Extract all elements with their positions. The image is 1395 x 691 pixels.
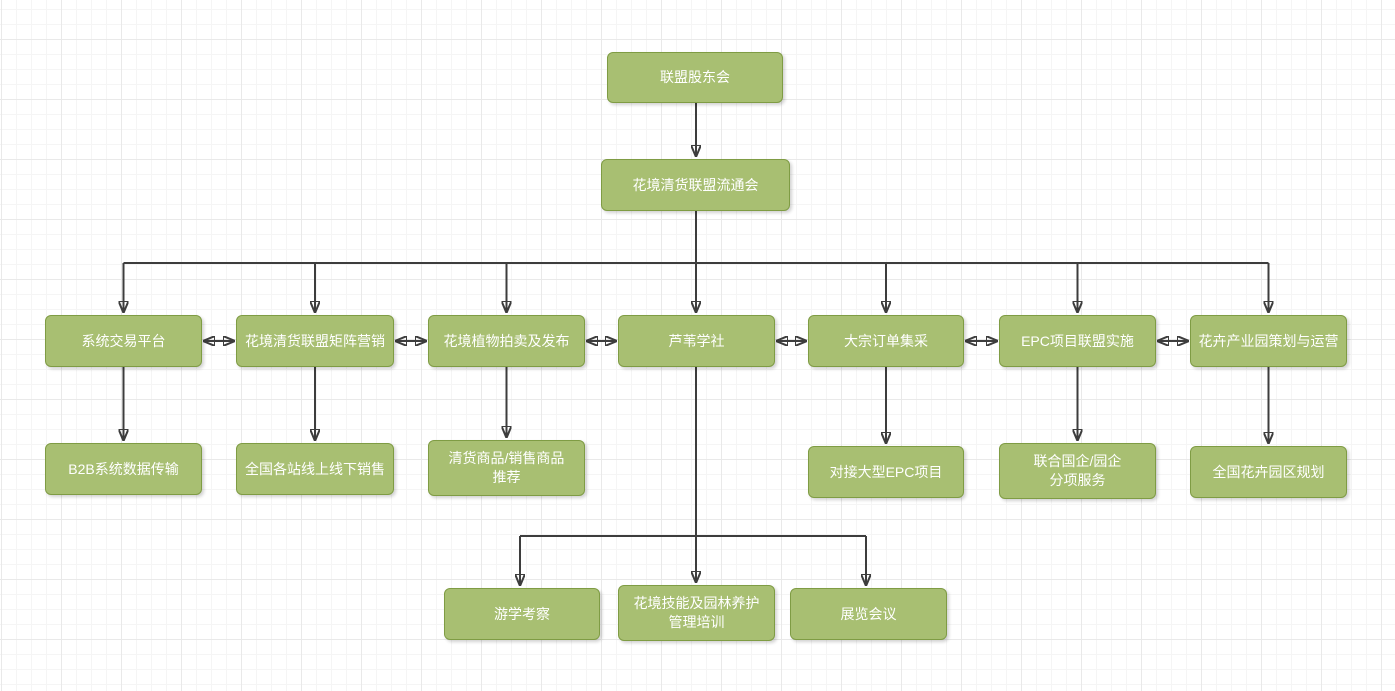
node-epc-project-alliance-implementation[interactable]: EPC项目联盟实施 bbox=[999, 315, 1156, 367]
node-flower-industrial-park-planning-operation[interactable]: 花卉产业园策划与运营 bbox=[1190, 315, 1347, 367]
node-reed-society[interactable]: 芦苇学社 bbox=[618, 315, 775, 367]
node-connect-large-epc-projects[interactable]: 对接大型EPC项目 bbox=[808, 446, 964, 498]
node-alliance-shareholders-board[interactable]: 联盟股东会 bbox=[607, 52, 783, 103]
node-plant-auction-and-release[interactable]: 花境植物拍卖及发布 bbox=[428, 315, 585, 367]
node-national-flower-park-planning[interactable]: 全国花卉园区规划 bbox=[1190, 446, 1347, 498]
node-b2b-system-data-transmission[interactable]: B2B系统数据传输 bbox=[45, 443, 202, 495]
node-skills-and-garden-maintenance-training[interactable]: 花境技能及园林养护 管理培训 bbox=[618, 585, 775, 641]
node-study-tour-inspection[interactable]: 游学考察 bbox=[444, 588, 600, 640]
node-exhibition-conference[interactable]: 展览会议 bbox=[790, 588, 947, 640]
node-national-online-offline-sales[interactable]: 全国各站线上线下销售 bbox=[236, 443, 394, 495]
node-clearance-alliance-matrix-marketing[interactable]: 花境清货联盟矩阵营销 bbox=[236, 315, 394, 367]
node-system-trading-platform[interactable]: 系统交易平台 bbox=[45, 315, 202, 367]
node-joint-soe-park-enterprise-services[interactable]: 联合国企/园企 分项服务 bbox=[999, 443, 1156, 499]
node-bulk-order-procurement[interactable]: 大宗订单集采 bbox=[808, 315, 964, 367]
node-clearance-alliance-circulation-council[interactable]: 花境清货联盟流通会 bbox=[601, 159, 790, 211]
node-clearance-sales-product-recommendation[interactable]: 清货商品/销售商品 推荐 bbox=[428, 440, 585, 496]
